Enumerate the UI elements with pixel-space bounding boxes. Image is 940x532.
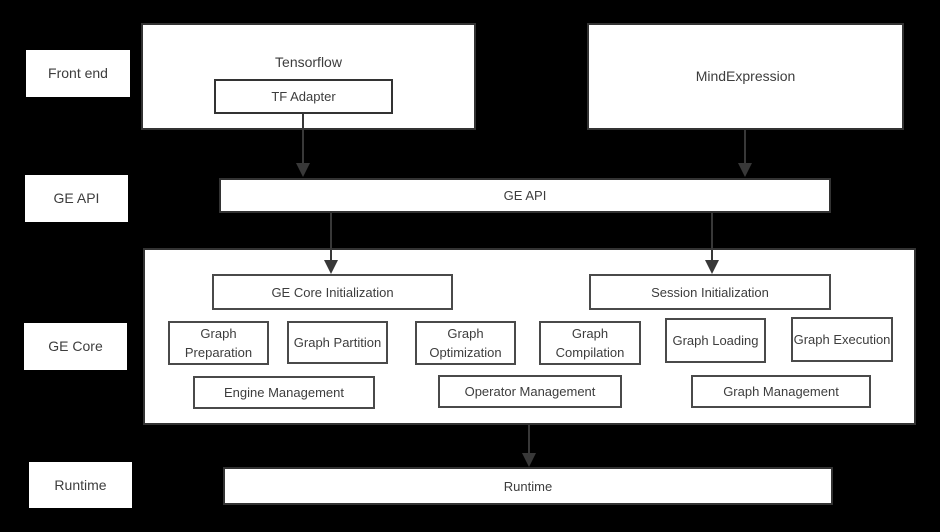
tensorflow-title: Tensorflow (275, 54, 342, 70)
operator-management-box: Operator Management (438, 375, 622, 408)
tf-adapter-box: TF Adapter (214, 79, 393, 114)
graph-execution-box: Graph Execution (791, 317, 893, 362)
arrow-tf-adapter-to-ge-api (296, 114, 310, 177)
graph-partition-box: Graph Partition (287, 321, 388, 364)
arrow-ge-core-to-runtime (522, 425, 536, 467)
ge-core-initialization-box: GE Core Initialization (212, 274, 453, 310)
arrow-shaft (330, 213, 332, 264)
graph-optimization-box: Graph Optimization (415, 321, 516, 365)
row-label-front-end: Front end (26, 50, 130, 97)
graph-loading-box: Graph Loading (665, 318, 766, 363)
arrow-head-icon (522, 453, 536, 467)
row-label-runtime: Runtime (29, 462, 132, 508)
arrow-shaft (528, 425, 530, 457)
arrow-shaft (302, 114, 304, 167)
arrow-ge-api-to-session-initialization (705, 213, 719, 274)
arrow-head-icon (324, 260, 338, 274)
mindexpression-box: MindExpression (587, 23, 904, 130)
graph-compilation-box: Graph Compilation (539, 321, 641, 365)
arrow-mindexpression-to-ge-api (738, 130, 752, 177)
session-initialization-box: Session Initialization (589, 274, 831, 310)
arrow-head-icon (296, 163, 310, 177)
arrow-ge-api-to-ge-core-initialization (324, 213, 338, 274)
engine-management-box: Engine Management (193, 376, 375, 409)
arrow-head-icon (705, 260, 719, 274)
runtime-bar: Runtime (223, 467, 833, 505)
graph-preparation-box: Graph Preparation (168, 321, 269, 365)
ge-api-bar: GE API (219, 178, 831, 213)
arrow-shaft (711, 213, 713, 264)
arrow-head-icon (738, 163, 752, 177)
graph-management-box: Graph Management (691, 375, 871, 408)
row-label-ge-api: GE API (25, 175, 128, 222)
arrow-shaft (744, 130, 746, 167)
row-label-ge-core: GE Core (24, 323, 127, 370)
